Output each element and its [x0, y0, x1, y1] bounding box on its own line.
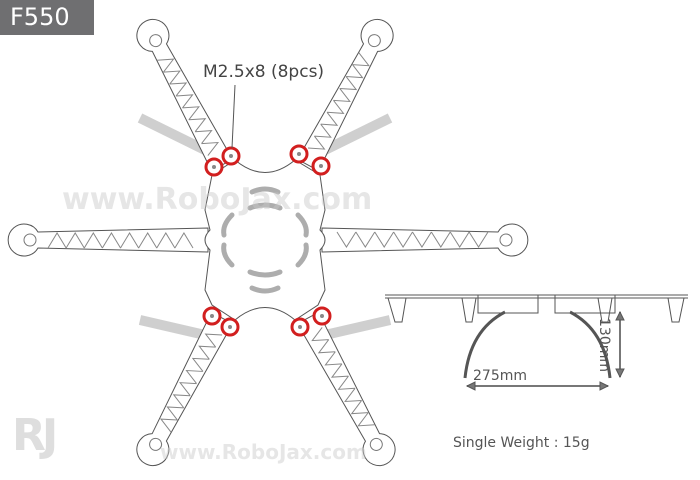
- screw-callout: M2.5x8 (8pcs): [203, 62, 325, 82]
- width-dimension: 275mm: [473, 368, 527, 384]
- logo: RJ: [12, 410, 58, 461]
- landing-leg: [138, 315, 207, 340]
- landing-leg: [322, 113, 393, 155]
- frame-arm: [136, 311, 234, 467]
- frame-arm: [296, 18, 394, 172]
- callout-leader: [231, 84, 236, 149]
- landing-leg: [323, 315, 392, 340]
- weight-label: Single Weight : 15g: [453, 435, 590, 451]
- screw-head: [210, 314, 214, 318]
- watermark: www.RoboJax.com: [160, 440, 367, 464]
- screw-head: [212, 165, 216, 169]
- screw-head: [319, 164, 323, 168]
- landing-leg: [137, 113, 208, 155]
- screw-head: [297, 152, 301, 156]
- screw-head: [228, 325, 232, 329]
- screw-head: [320, 314, 324, 318]
- arms: [7, 18, 529, 467]
- frame-arm: [7, 223, 209, 257]
- height-dimension: 130mm: [596, 318, 612, 372]
- frame-arm: [136, 18, 234, 172]
- frame-arm: [321, 223, 529, 257]
- side-view: [385, 294, 688, 391]
- plate-slots: [221, 186, 309, 294]
- watermark: www.RoboJax.com: [62, 182, 373, 217]
- screw-head: [298, 325, 302, 329]
- model-badge: F550: [0, 0, 94, 35]
- frame-arm: [296, 311, 396, 467]
- screw-markers: [202, 144, 332, 337]
- screw-head: [229, 154, 233, 158]
